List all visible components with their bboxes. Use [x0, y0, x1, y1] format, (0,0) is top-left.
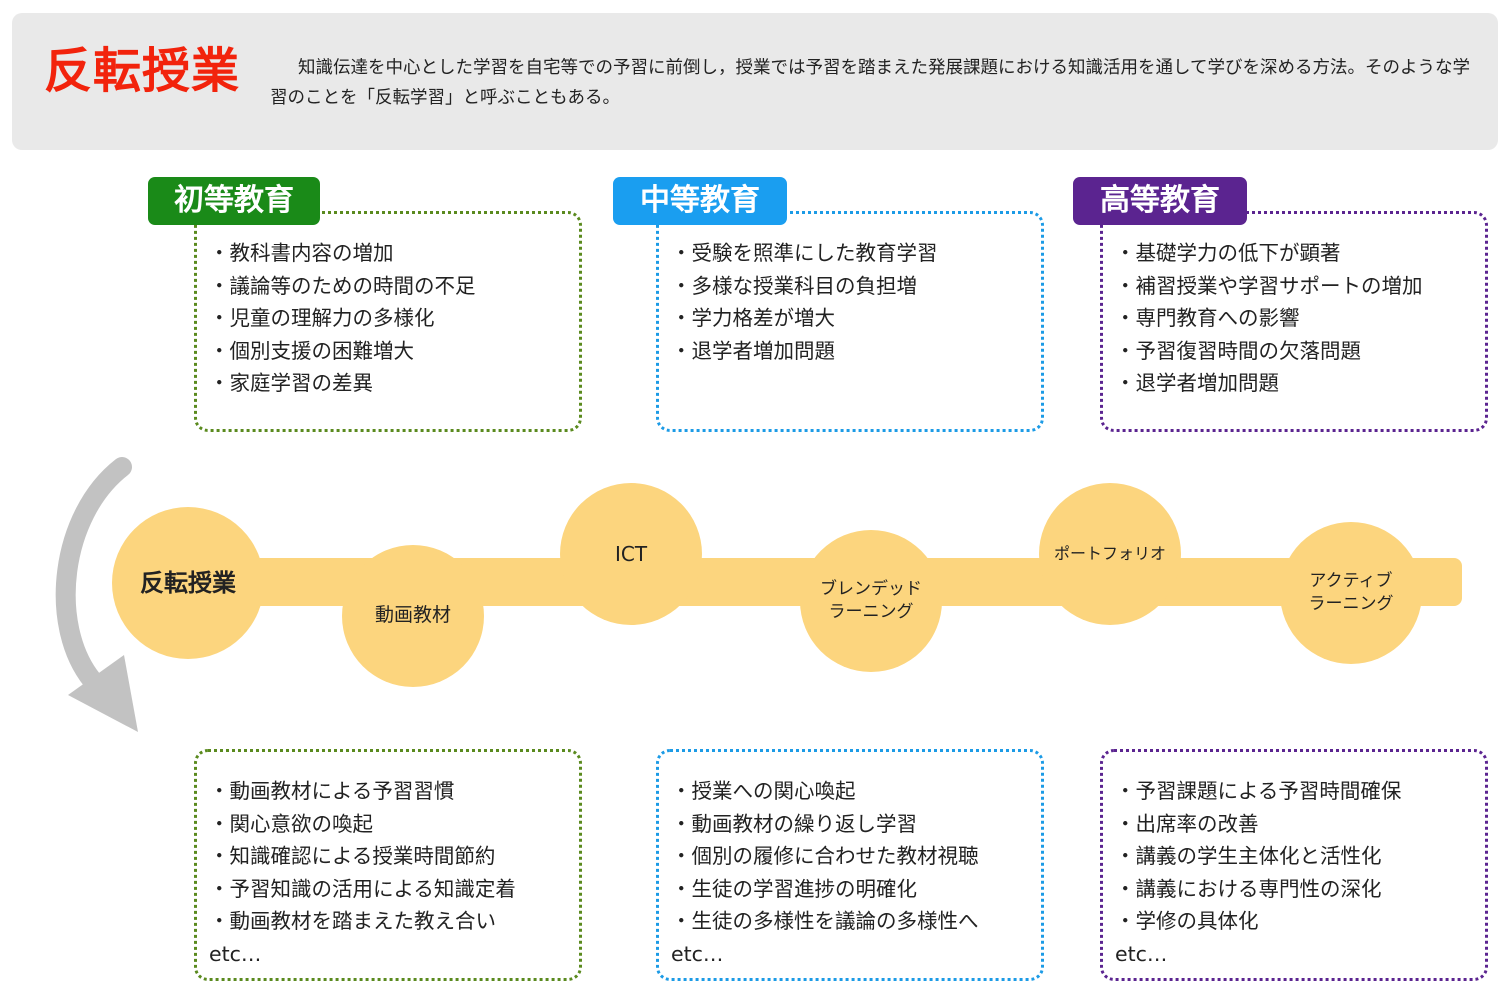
list-item: 出席率の改善	[1115, 808, 1485, 841]
list-item: 退学者増加問題	[1115, 367, 1485, 400]
list-item: 生徒の多様性を議論の多様性へ	[671, 905, 1041, 938]
list-item: 授業への関心喚起	[671, 775, 1041, 808]
timeline-node-active: アクティブ ラーニング	[1280, 522, 1422, 664]
list-item: 専門教育への影響	[1115, 302, 1485, 335]
list-item: 多様な授業科目の負担増	[671, 270, 1041, 303]
problems-box-primary: 教科書内容の増加 議論等のための時間の不足 児童の理解力の多様化 個別支援の困難…	[194, 211, 582, 432]
list-item: 個別支援の困難増大	[209, 335, 579, 368]
etc-label: etc…	[1115, 941, 1168, 966]
list-item: 教科書内容の増加	[209, 237, 579, 270]
list-item: 講義の学生主体化と活性化	[1115, 840, 1485, 873]
list-item: 個別の履修に合わせた教材視聴	[671, 840, 1041, 873]
timeline-node-portfolio: ポートフォリオ	[1039, 483, 1181, 625]
effects-box-primary: 動画教材による予習習慣 関心意欲の喚起 知識確認による授業時間節約 予習知識の活…	[194, 749, 582, 981]
list-item: 受験を照準にした教育学習	[671, 237, 1041, 270]
list-item: 基礎学力の低下が顕著	[1115, 237, 1485, 270]
timeline-node-blended: ブレンデッド ラーニング	[800, 530, 942, 672]
problems-box-secondary: 受験を照準にした教育学習 多様な授業科目の負担増 学力格差が増大 退学者増加問題	[656, 211, 1044, 432]
list-item: 予習課題による予習時間確保	[1115, 775, 1485, 808]
timeline-node-video: 動画教材	[342, 545, 484, 687]
list-item: 予習復習時間の欠落問題	[1115, 335, 1485, 368]
timeline-hub: 反転授業	[112, 507, 264, 659]
timeline-node-ict: ICT	[560, 483, 702, 625]
etc-label: etc…	[671, 941, 724, 966]
list-item: 学力格差が増大	[671, 302, 1041, 335]
page-title: 反転授業	[44, 43, 241, 99]
list-item: 学修の具体化	[1115, 905, 1485, 938]
level-tab-higher: 高等教育	[1073, 177, 1247, 225]
list-item: 動画教材による予習習慣	[209, 775, 579, 808]
list-item: 講義における専門性の深化	[1115, 873, 1485, 906]
effects-box-higher: 予習課題による予習時間確保 出席率の改善 講義の学生主体化と活性化 講義における…	[1100, 749, 1488, 981]
list-item: 予習知識の活用による知識定着	[209, 873, 579, 906]
list-item: 生徒の学習進捗の明確化	[671, 873, 1041, 906]
level-tab-primary: 初等教育	[148, 177, 320, 225]
list-item: 議論等のための時間の不足	[209, 270, 579, 303]
curved-arrow-icon	[55, 457, 138, 732]
list-item: 補習授業や学習サポートの増加	[1115, 270, 1485, 303]
list-item: 知識確認による授業時間節約	[209, 840, 579, 873]
list-item: 児童の理解力の多様化	[209, 302, 579, 335]
page-description: 知識伝達を中心とした学習を自宅等での予習に前倒し，授業では予習を踏まえた発展課題…	[270, 58, 1470, 108]
list-item: 家庭学習の差異	[209, 367, 579, 400]
level-tab-secondary: 中等教育	[613, 177, 787, 225]
problems-box-higher: 基礎学力の低下が顕著 補習授業や学習サポートの増加 専門教育への影響 予習復習時…	[1100, 211, 1488, 432]
header-panel: 反転授業 知識伝達を中心とした学習を自宅等での予習に前倒し，授業では予習を踏まえ…	[12, 13, 1498, 150]
etc-label: etc…	[209, 941, 262, 966]
effects-box-secondary: 授業への関心喚起 動画教材の繰り返し学習 個別の履修に合わせた教材視聴 生徒の学…	[656, 749, 1044, 981]
list-item: 動画教材の繰り返し学習	[671, 808, 1041, 841]
list-item: 動画教材を踏まえた教え合い	[209, 905, 579, 938]
list-item: 退学者増加問題	[671, 335, 1041, 368]
list-item: 関心意欲の喚起	[209, 808, 579, 841]
